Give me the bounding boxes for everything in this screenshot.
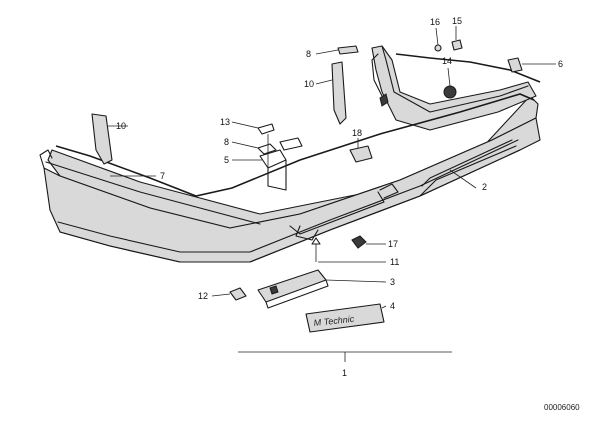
- screw-12: [229, 287, 247, 301]
- side-bracket-housing: [371, 45, 537, 131]
- badge-label: M Technic: [313, 314, 355, 328]
- callout-1: 1: [342, 368, 347, 378]
- callout-15: 15: [452, 16, 462, 26]
- callout-11: 11: [390, 257, 399, 267]
- corner-trim-left: [91, 113, 113, 165]
- clip-parts: [315, 39, 523, 99]
- callout-4: 4: [390, 301, 395, 311]
- callout-17: 17: [388, 239, 398, 249]
- license-light-housing: [257, 269, 329, 309]
- bumper-cover: [39, 95, 541, 263]
- callout-8b: 8: [306, 49, 311, 59]
- callout-2: 2: [482, 182, 487, 192]
- m-technic-badge: M Technic: [305, 303, 385, 333]
- screw-11: [311, 237, 321, 262]
- callout-8a: 8: [224, 137, 229, 147]
- callout-numbers: 1 2 3 4 5 6 7 8 8 10 10 11 12 13 14 15 1…: [116, 16, 563, 378]
- screw-17: [351, 235, 367, 249]
- bracket-18: [349, 145, 373, 163]
- mounting-bracket: [257, 123, 303, 191]
- callout-18: 18: [352, 128, 362, 138]
- callout-14: 14: [442, 56, 452, 66]
- callout-10a: 10: [116, 121, 126, 131]
- callout-12: 12: [198, 291, 208, 301]
- callout-6: 6: [558, 59, 563, 69]
- seal-strip-upper: [395, 53, 541, 83]
- leader-lines: [108, 26, 556, 309]
- corner-trim-right: [331, 61, 347, 125]
- callout-7: 7: [160, 171, 165, 181]
- callout-13: 13: [220, 117, 230, 127]
- callout-16: 16: [430, 17, 440, 27]
- seal-strip: [55, 93, 535, 197]
- diagram-code: 00006060: [544, 403, 580, 412]
- callout-3: 3: [390, 277, 395, 287]
- callout-5: 5: [224, 155, 229, 165]
- callout-10b: 10: [304, 79, 314, 89]
